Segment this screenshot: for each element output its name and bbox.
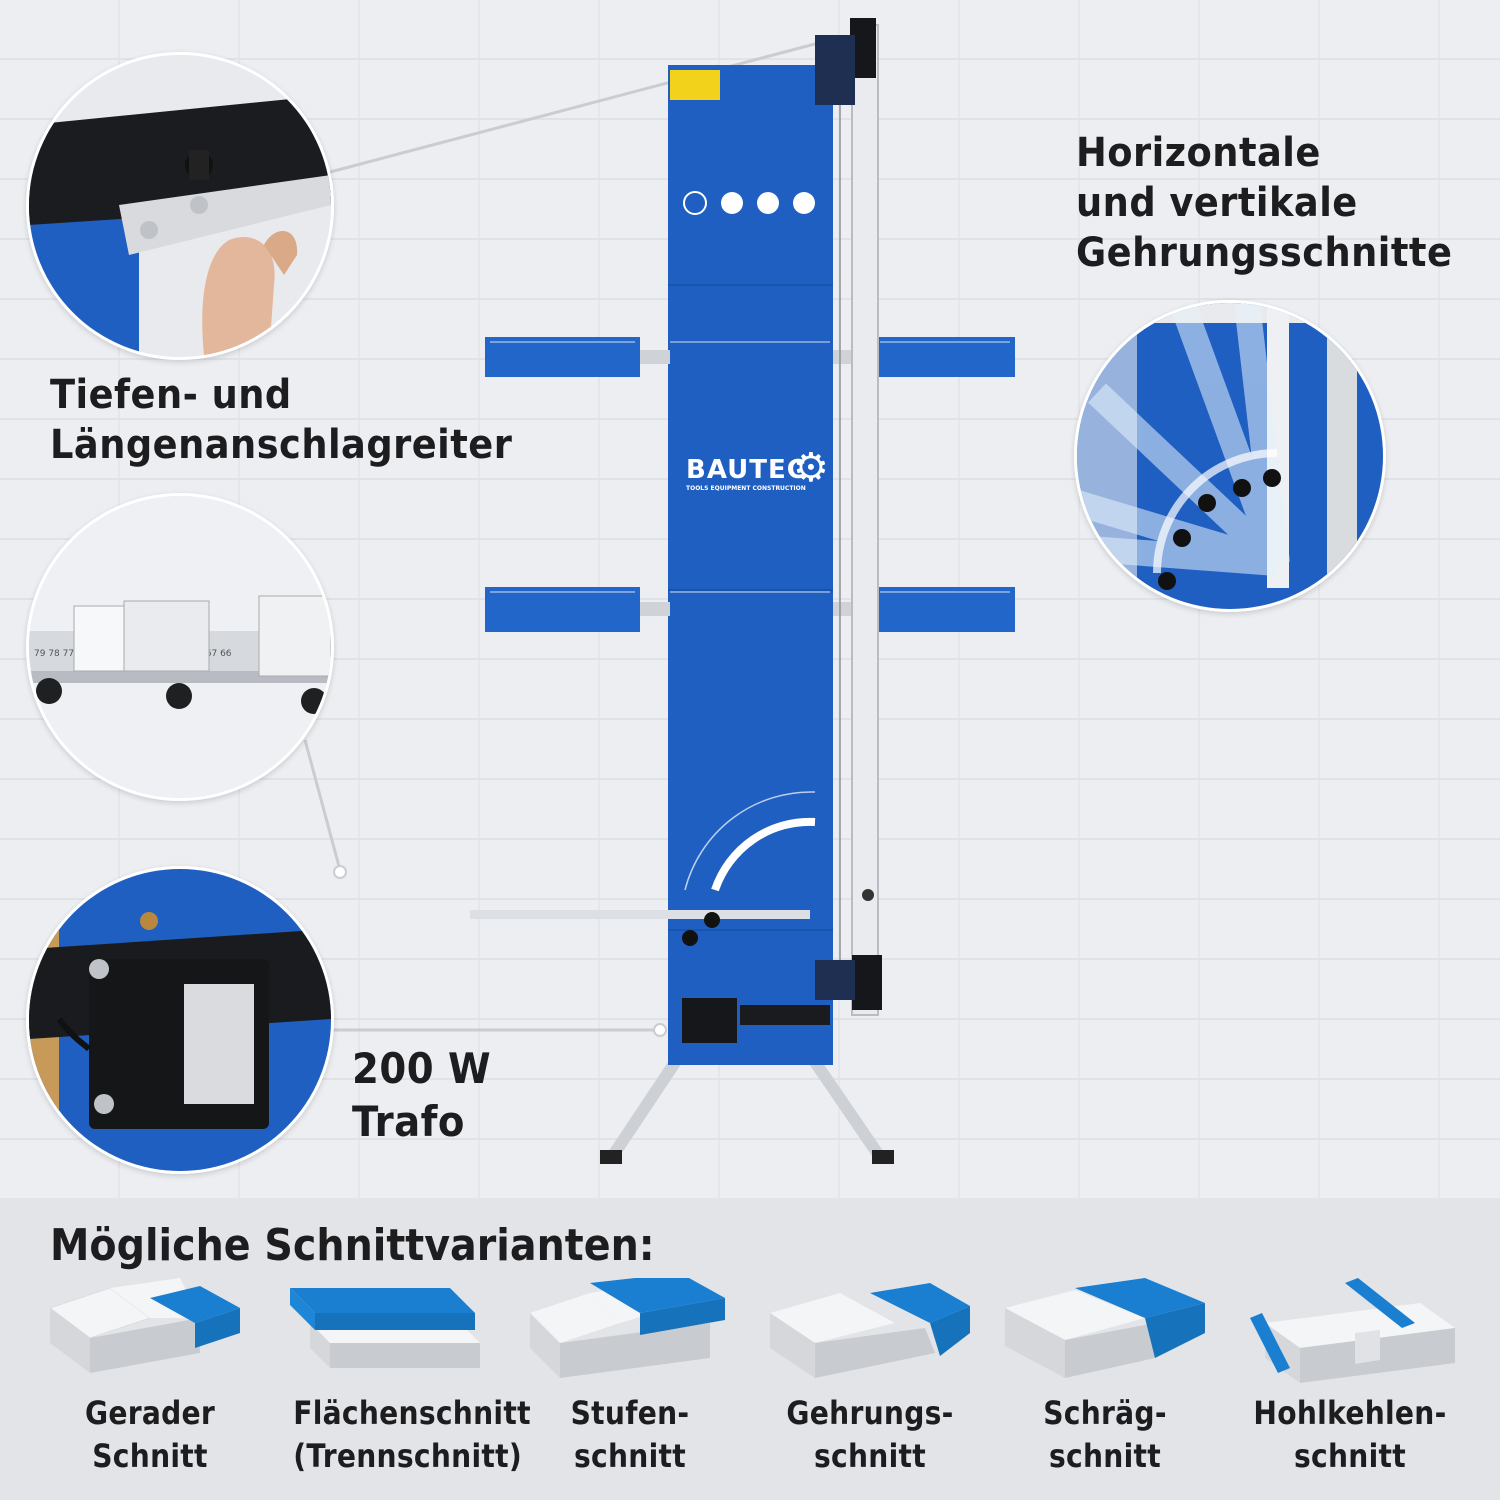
variant-straight-cut: Gerader Schnitt <box>40 1270 260 1500</box>
cut-variants: Gerader Schnitt Flächenschnitt (Trennsch… <box>0 1270 1500 1500</box>
variant-label: Flächenschnitt (Trennschnitt) <box>280 1392 531 1478</box>
foam-cutter-machine <box>470 18 1015 1164</box>
brand-tagline: TOOLS EQUIPMENT CONSTRUCTION <box>686 485 806 492</box>
detail-circle-miter-guide <box>1074 300 1386 612</box>
variant-label-line: Gerader <box>84 1394 216 1432</box>
variant-label-line: Schnitt <box>92 1437 208 1475</box>
variant-label-line: schnitt <box>1049 1437 1161 1475</box>
variant-label-line: Schräg- <box>1043 1394 1167 1432</box>
variant-label-line: (Trennschnitt) <box>293 1437 522 1475</box>
brand-name: BAUTEC <box>686 455 807 485</box>
variant-label-line: Flächenschnitt <box>293 1394 531 1432</box>
variant-label: Gehrungs- schnitt <box>760 1392 980 1478</box>
miter-cut-icon <box>770 1283 970 1378</box>
label-line: 200 W <box>352 1044 492 1093</box>
connector-lines <box>299 38 831 1037</box>
label-line: Gehrungsschnitte <box>1076 230 1453 276</box>
label-line: Tiefen- und <box>50 372 292 418</box>
step-cut-icon <box>530 1278 725 1378</box>
variant-label: Hohlkehlen- schnitt <box>1240 1392 1460 1478</box>
detail-circle-transformer <box>26 866 334 1174</box>
variant-label-line: Gehrungs- <box>786 1394 954 1432</box>
variant-label-line: schnitt <box>574 1437 686 1475</box>
detail-circle-stop-mount <box>26 52 334 360</box>
variant-label-line: Stufen- <box>570 1394 690 1432</box>
variant-bevel-cut: Schräg- schnitt <box>995 1270 1215 1500</box>
gear-icon: ⚙ <box>793 445 829 491</box>
brand-logo: BAUTEC TOOLS EQUIPMENT CONSTRUCTION <box>686 455 807 492</box>
label-miter-cuts: Horizontale und vertikale Gehrungsschnit… <box>1076 128 1452 278</box>
variant-step-cut: Stufen- schnitt <box>520 1270 740 1500</box>
section-title: Mögliche Schnittvarianten: <box>50 1220 655 1271</box>
variant-label: Schräg- schnitt <box>995 1392 1215 1478</box>
variant-label: Gerader Schnitt <box>40 1392 260 1478</box>
bottom-band <box>0 1198 1500 1500</box>
bevel-cut-icon <box>1005 1278 1205 1378</box>
label-stop-rider: Tiefen- und Längenanschlagreiter <box>50 370 512 470</box>
variant-label: Stufen- schnitt <box>520 1392 740 1478</box>
variant-surface-cut: Flächenschnitt (Trennschnitt) <box>280 1270 531 1500</box>
variant-miter-cut: Gehrungs- schnitt <box>760 1270 980 1500</box>
cove-cut-icon <box>1250 1278 1455 1383</box>
variant-cove-cut: Hohlkehlen- schnitt <box>1240 1270 1460 1500</box>
variant-label-line: Hohlkehlen- <box>1253 1394 1447 1432</box>
label-line: und vertikale <box>1076 180 1358 226</box>
straight-cut-icon <box>50 1278 240 1373</box>
label-transformer: 200 W Trafo <box>352 1043 491 1148</box>
variant-label-line: schnitt <box>1294 1437 1406 1475</box>
label-line: Trafo <box>352 1096 465 1146</box>
label-line: Längenanschlagreiter <box>50 422 513 468</box>
surface-cut-icon <box>290 1288 480 1368</box>
detail-circle-ruler-stops: 79 78 77 76 75 74 73 72 71 70 69 68 67 6… <box>26 493 334 801</box>
variant-label-line: schnitt <box>814 1437 926 1475</box>
label-line: Horizontale <box>1076 130 1321 176</box>
